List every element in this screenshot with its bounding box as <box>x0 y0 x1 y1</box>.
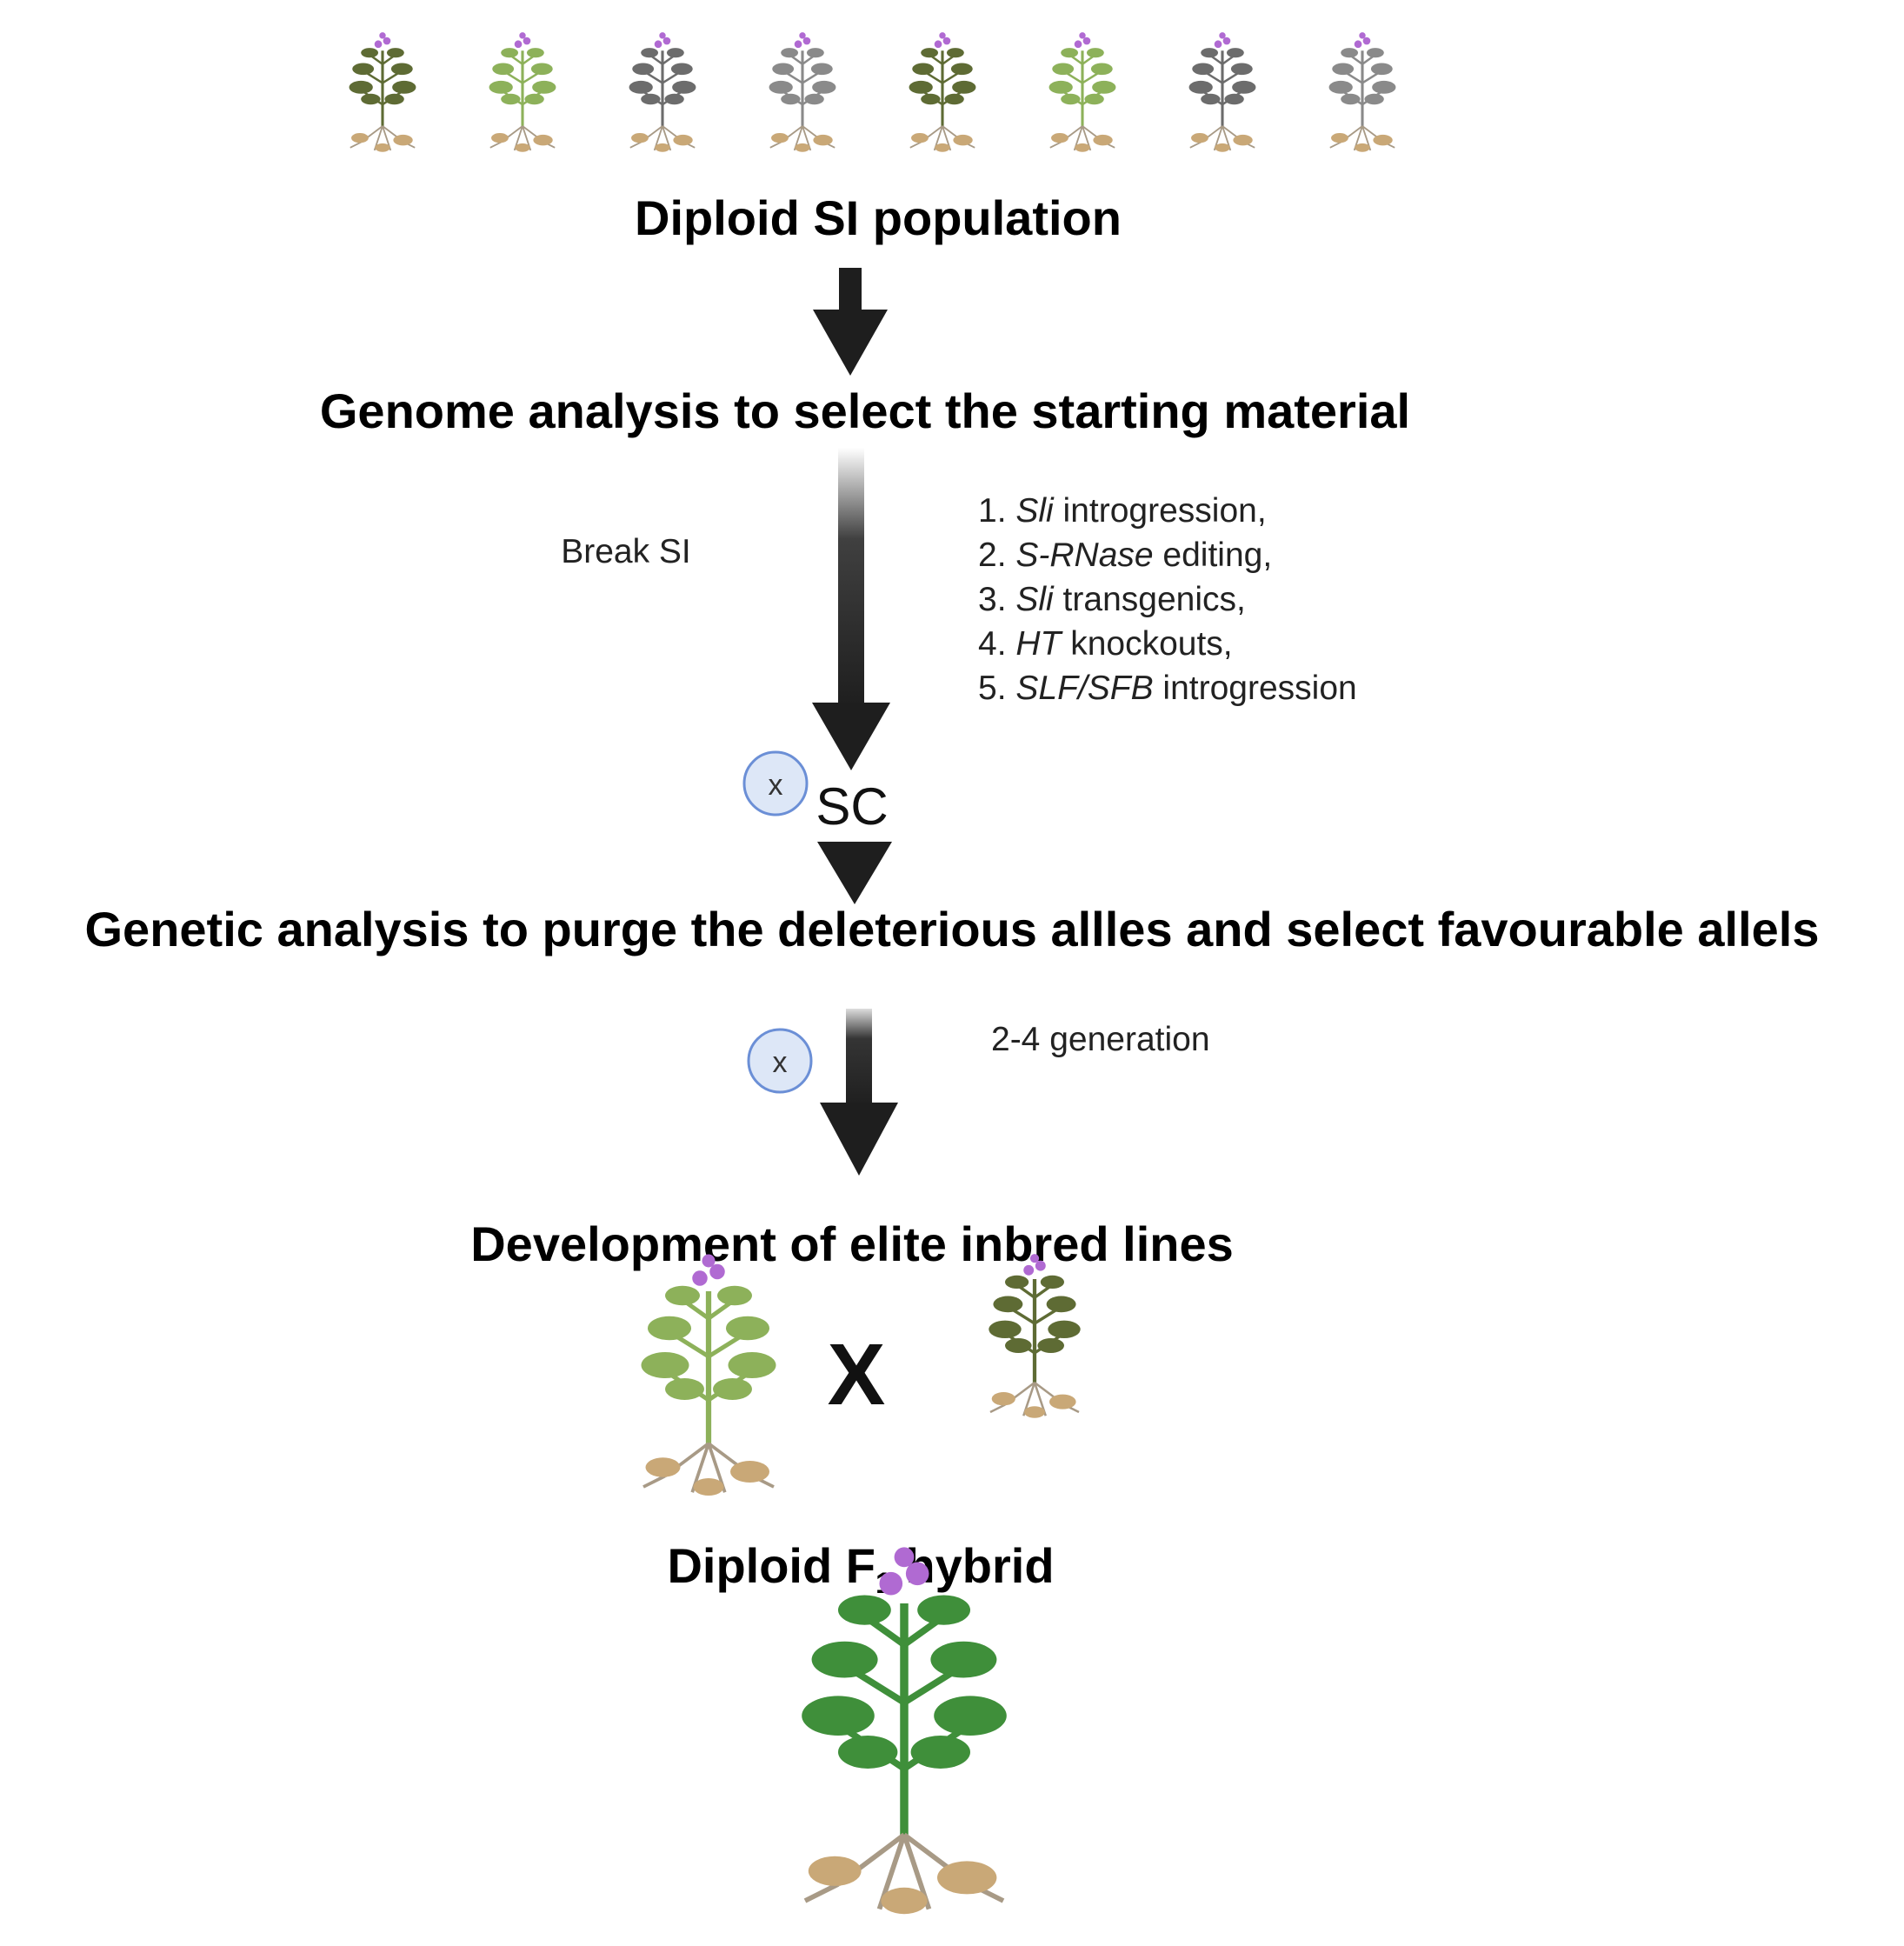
arrow-break-si <box>812 448 890 770</box>
method-number: 3. <box>978 581 1015 618</box>
self-pollination-icon: x <box>742 750 809 816</box>
method-item: 1. Sli introgression, <box>978 492 1267 530</box>
population-plant-icon <box>908 30 977 154</box>
cross-symbol: X <box>828 1326 886 1423</box>
sc-label: SC <box>816 777 888 836</box>
method-action: introgression <box>1154 670 1357 707</box>
method-gene: S-RNase <box>1015 536 1153 574</box>
inbred-parent-plant-2 <box>989 1254 1080 1418</box>
arrow-to-genome <box>813 268 888 376</box>
f1-hybrid-main: Diploid F <box>667 1538 875 1593</box>
self-symbol-2: x <box>773 1046 788 1079</box>
genetic-analysis-label: Genetic analysis to purge the deleteriou… <box>85 902 1820 956</box>
inbred-parent-plant-1 <box>642 1255 776 1496</box>
population-plant-icon <box>628 30 697 154</box>
f1-hybrid-label: Diploid F1 hybrid <box>667 1538 1054 1600</box>
population-plants <box>348 30 1397 154</box>
arrow-generations <box>820 1009 898 1176</box>
method-number: 4. <box>978 625 1015 663</box>
method-action: editing, <box>1154 536 1273 574</box>
population-plant-icon <box>1328 30 1397 154</box>
self-pollination-icon-2: x <box>747 1028 813 1094</box>
method-gene: SLF/SFB <box>1015 670 1153 707</box>
population-label: Diploid SI population <box>635 190 1122 245</box>
method-item: 3. Sli transgenics, <box>978 581 1246 618</box>
method-number: 5. <box>978 670 1015 707</box>
genome-analysis-label: Genome analysis to select the starting m… <box>320 383 1410 438</box>
population-plant-icon <box>1188 30 1257 154</box>
method-number: 2. <box>978 536 1015 574</box>
population-plant-icon <box>348 30 417 154</box>
arrow-to-genetic <box>817 842 892 904</box>
method-item: 4. HT knockouts, <box>978 625 1233 663</box>
si-breaking-methods-list: 1. Sli introgression, 2. S-RNase editing,… <box>978 492 1357 707</box>
population-plant-icon <box>768 30 837 154</box>
population-plant-icon <box>1048 30 1117 154</box>
method-gene: Sli <box>1015 581 1055 618</box>
generation-label: 2-4 generation <box>991 1021 1210 1058</box>
method-action: knockouts, <box>1061 625 1232 663</box>
method-number: 1. <box>978 492 1015 530</box>
break-si-label: Break SI <box>561 533 691 570</box>
method-item: 5. SLF/SFB introgression <box>978 670 1357 707</box>
method-gene: Sli <box>1015 492 1055 530</box>
method-action: transgenics, <box>1054 581 1246 618</box>
method-item: 2. S-RNase editing, <box>978 536 1272 574</box>
population-plant-icon <box>488 30 557 154</box>
method-action: introgression, <box>1054 492 1267 530</box>
development-label: Development of elite inbred lines <box>470 1216 1234 1271</box>
method-gene: HT <box>1015 625 1063 663</box>
f1-hybrid-plant <box>802 1547 1007 1914</box>
self-symbol: x <box>769 769 783 802</box>
